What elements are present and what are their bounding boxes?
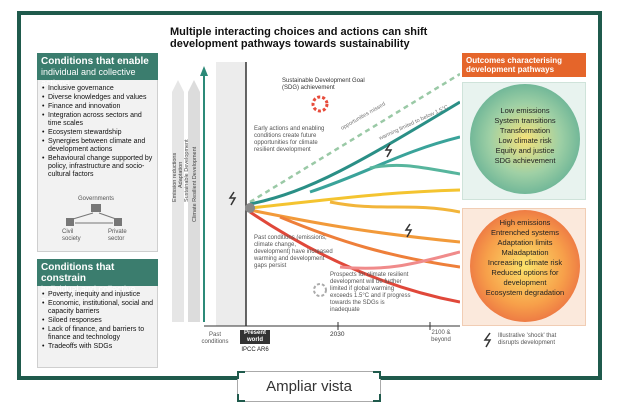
enable-item: Diverse knowledges and values [42, 94, 154, 102]
arrow-label-emission: Emission reductions [172, 153, 178, 202]
arrow-label-sd: Sustainable Development [184, 139, 190, 202]
enable-item: Ecosystem stewardship [42, 129, 154, 137]
actors-diagram [66, 204, 122, 226]
enable-item: Finance and innovation [42, 103, 154, 111]
good-outcome: SDG achievement [494, 156, 556, 165]
axis-past: Past conditions [201, 332, 229, 345]
bad-outcomes-circle [470, 210, 580, 322]
warming-limited-label: warming limited to below 1.5°C [377, 104, 449, 142]
present-world-band [216, 62, 246, 326]
expand-view-button[interactable]: Ampliar vista [237, 371, 381, 402]
civil-society-icon [66, 218, 74, 226]
enable-item: Synergies between climate and developmen… [42, 138, 154, 154]
good-outcome: Low climate risk [498, 136, 552, 145]
bad-outcome: Adaptation limits [497, 238, 553, 247]
bad-outcome: Increasing climate risk [487, 258, 563, 267]
enable-item: Integration across sectors and time scal… [42, 112, 154, 128]
present-origin-point [245, 203, 255, 213]
pathway-red [339, 250, 460, 270]
pathway-teal [309, 135, 460, 194]
enable-list: Inclusive governance Diverse knowledges … [42, 85, 154, 180]
sdg-wheel-icon [311, 95, 329, 113]
axis-present: Present world [240, 330, 270, 344]
constrain-list: Poverty, inequity and injustice Economic… [42, 291, 154, 352]
axis-ipcc: IPCC AR6 [241, 347, 269, 353]
bad-outcome: Ecosystem degradation [485, 288, 565, 297]
good-outcomes-circle [470, 84, 580, 194]
private-sector-icon [114, 218, 122, 226]
constrain-item: Economic, institutional, social and capa… [42, 300, 154, 316]
axis-2100: 2100 & beyond [431, 330, 451, 343]
opportunities-missed-path [249, 72, 460, 204]
shock-legend-label: Illustrative 'shock' that disrupts devel… [498, 333, 557, 346]
sdg-label: Sustainable Development Goal (SDG) achie… [282, 78, 365, 91]
pathway-yellow [329, 200, 460, 214]
shock-icon [384, 143, 393, 158]
constrain-item: Poverty, inequity and injustice [42, 291, 154, 299]
actor-governments: Governments [78, 196, 115, 202]
opportunities-missed-label: opportunities missed [340, 101, 387, 131]
enable-item: Behavioural change supported by policy, … [42, 155, 154, 179]
pathway-yellow [249, 188, 460, 210]
good-outcome: Low emissions [500, 106, 550, 115]
gray-arrow-band [172, 80, 184, 322]
past-conditions-text: Past conditions (emissions, climate chan… [254, 235, 333, 269]
actor-civil: Civil society [62, 229, 81, 242]
constrain-heading: Conditions that constrain [41, 262, 115, 284]
good-outcome: System transitions [494, 116, 556, 125]
enable-item: Inclusive governance [42, 85, 154, 93]
bad-outcome: Maladaptation [501, 248, 549, 257]
vertical-axis-arrowhead [200, 66, 208, 76]
enable-panel-header: Conditions that enable individual and co… [37, 53, 158, 88]
pathway-orange [249, 208, 460, 244]
government-building-icon [91, 204, 101, 212]
enable-subheading: individual and collective actions [41, 67, 136, 88]
figure-title: Multiple interacting choices and actions… [170, 26, 428, 50]
constrain-item: Siloed responses [42, 317, 154, 325]
pathway-orange [279, 215, 460, 269]
pathways-diagram: Emission reductions Adaptation Sustainab… [172, 62, 460, 338]
bad-outcome: Entrenched systems [491, 228, 559, 237]
outcomes-header: Outcomes characterising development path… [462, 53, 586, 77]
early-actions-text: Early actions and enabling conditions cr… [254, 126, 325, 153]
constrain-item: Lack of finance, and barriers to finance… [42, 326, 154, 342]
bad-outcome: Reduced options for development [491, 268, 559, 287]
arrow-label-crd: Climate Resilient Development [192, 146, 198, 222]
good-outcome: Transformation [499, 126, 551, 135]
constrain-panel-header: Conditions that constrain individual and… [37, 259, 158, 305]
prospects-text: Prospects for climate resilient developm… [330, 272, 411, 313]
arrow-label-adaptation: Adaptation [178, 162, 184, 188]
bad-outcomes-list: High emissions Entrenched systems Adapta… [478, 218, 572, 298]
bad-outcome: High emissions [499, 218, 551, 227]
pathway-teal [249, 100, 460, 206]
shock-legend-icon [483, 332, 492, 348]
good-outcome: Equity and justice [495, 146, 555, 155]
good-outcomes-list: Low emissions System transitions Transfo… [478, 106, 572, 166]
gray-arrow-band [188, 80, 200, 322]
shock-icon [228, 191, 237, 206]
constrain-item: Tradeoffs with SDGs [42, 343, 154, 351]
future-limited-icon [313, 283, 327, 297]
axis-2030: 2030 [330, 331, 345, 338]
expand-view-label: Ampliar vista [266, 378, 352, 395]
pathway-teal [369, 163, 460, 176]
actor-private: Private sector [108, 229, 127, 242]
shock-icon [404, 223, 413, 238]
enable-heading: Conditions that enable [41, 56, 149, 67]
